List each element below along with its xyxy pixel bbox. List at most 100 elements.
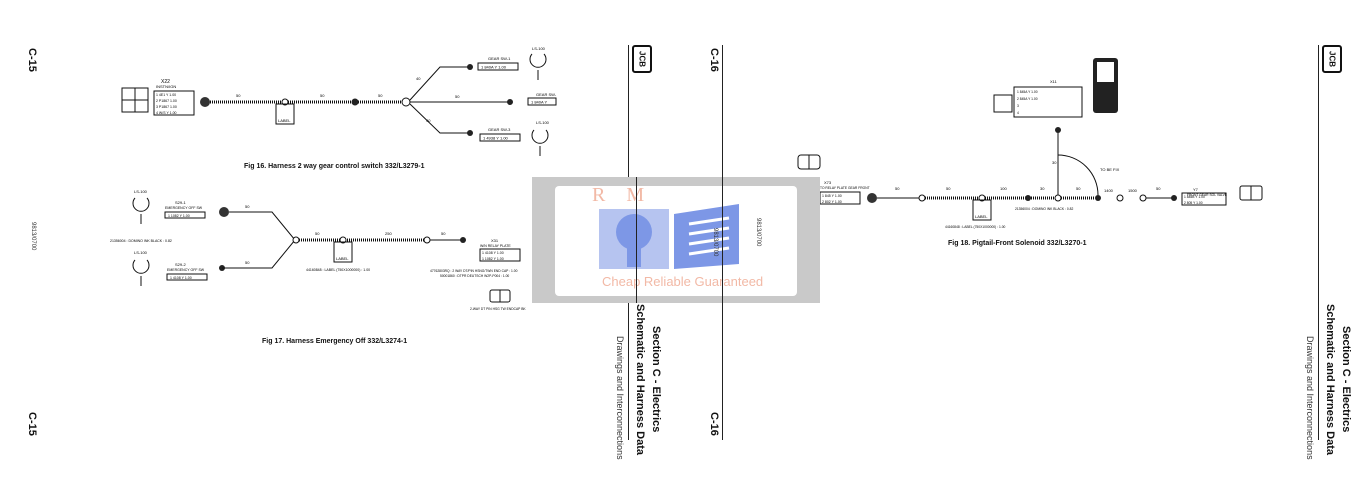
jcb-logo: JCB	[632, 45, 652, 73]
svg-text:2 P1867 1.00: 2 P1867 1.00	[156, 99, 177, 103]
page-divider-overlay	[722, 177, 723, 303]
svg-text:S29-1: S29-1	[175, 200, 186, 205]
svg-text:4: 4	[1017, 111, 1019, 115]
svg-text:44160848 : LABEL (750X1000000): 44160848 : LABEL (750X1000000) : 1.00	[306, 268, 370, 272]
svg-text:GEAR SW-3: GEAR SW-3	[488, 127, 511, 132]
svg-text:TO BE FIX: TO BE FIX	[1100, 167, 1120, 172]
svg-text:X31: X31	[491, 238, 499, 243]
svg-text:1500: 1500	[1128, 188, 1138, 193]
to-be-fixed-arrow	[1057, 154, 1099, 196]
svg-text:50: 50	[441, 231, 446, 236]
svg-text:EMERGENCY OFF SW: EMERGENCY OFF SW	[165, 206, 203, 210]
svg-text:GEAR SW-: GEAR SW-	[536, 92, 557, 97]
section-title: Section C - Electrics	[650, 326, 662, 433]
x22-desc: INSTN/IGN	[156, 84, 176, 89]
svg-text:LABEL: LABEL	[975, 214, 988, 219]
page-number-bottom: C-16	[708, 412, 720, 436]
wrench-manual-icon	[599, 204, 739, 269]
svg-text:1 840A Y: 1 840A Y	[531, 100, 547, 105]
x22-label: X22	[161, 79, 170, 85]
doc-number: 9813/0700	[712, 228, 718, 257]
fig18-caption: Fig 18. Pigtail-Front Solenoid 332/L3270…	[948, 240, 1087, 247]
svg-text:30: 30	[1052, 160, 1057, 165]
svg-text:50: 50	[320, 93, 325, 98]
svg-text:2 845A Y 1.00: 2 845A Y 1.00	[1017, 97, 1038, 101]
svg-text:S29-2: S29-2	[175, 262, 186, 267]
svg-text:1 845 Y 1.00: 1 845 Y 1.00	[822, 194, 842, 198]
svg-text:FRONT GEAR SOL VALVE: FRONT GEAR SOL VALVE	[1187, 193, 1228, 197]
svg-text:1 4E1 Y 1.00: 1 4E1 Y 1.00	[156, 93, 176, 97]
svg-text:1 1082 Y 1.00: 1 1082 Y 1.00	[482, 257, 504, 261]
svg-text:2-WAY DT PIN HSG TW ENDCAP BK: 2-WAY DT PIN HSG TW ENDCAP BK	[470, 307, 526, 311]
svg-text:21356004 : DOMINO INK BLACK :: 21356004 : DOMINO INK BLACK : 0.82	[110, 239, 172, 243]
svg-text:250: 250	[385, 231, 392, 236]
doc-subtitle: Drawings and Interconnections	[615, 336, 625, 460]
ring-terminal-icon	[529, 53, 547, 80]
fig16-caption: Fig 16. Harness 2 way gear control switc…	[244, 163, 425, 170]
svg-text:LS-100: LS-100	[134, 250, 148, 255]
label-tag: LABEL	[278, 118, 291, 123]
svg-text:LS-100: LS-100	[134, 189, 148, 194]
svg-text:Y7: Y7	[1193, 187, 1199, 192]
grommet-icon	[200, 97, 210, 107]
svg-text:50001860 : DTPR DEUTSCH W2P-P0: 50001860 : DTPR DEUTSCH W2P-P004 : 1.00	[440, 274, 509, 278]
doc-title: Schematic and Harness Data	[1324, 304, 1336, 456]
svg-text:40: 40	[416, 76, 421, 81]
svg-text:LS-100: LS-100	[532, 46, 546, 51]
svg-text:50: 50	[378, 93, 383, 98]
ring-terminal-icon	[132, 197, 150, 224]
watermark-brand: R M	[592, 184, 653, 206]
page-number-bottom: C-15	[26, 412, 38, 436]
page-number-top: C-16	[708, 48, 720, 72]
svg-text:1 845A Y 1.00: 1 845A Y 1.00	[1017, 90, 1038, 94]
svg-text:3: 3	[1017, 104, 1019, 108]
watermark: R M 9813/0700 Cheap Reliable Guaranteed	[532, 177, 820, 303]
fig18-diagram: X73 TO RELAY PLATE GEAR FRONT 1 845 Y 1.…	[797, 58, 1263, 229]
svg-text:LS-100: LS-100	[536, 120, 550, 125]
fig17-diagram: LS-100 S29-1 EMERGENCY OFF SW 1 1082 Y 1…	[110, 189, 526, 311]
svg-text:50: 50	[245, 204, 250, 209]
watermark-tagline: Cheap Reliable Guaranteed	[602, 274, 764, 289]
svg-text:100: 100	[1000, 186, 1007, 191]
svg-text:4 W/S Y 1.00: 4 W/S Y 1.00	[156, 111, 177, 115]
ring-terminal-icon	[132, 259, 150, 286]
svg-text:50: 50	[946, 186, 951, 191]
fig17-caption: Fig 17. Harness Emergency Off 332/L3274-…	[262, 338, 408, 345]
page-number-top: C-15	[26, 48, 38, 72]
page-divider-overlay	[636, 177, 637, 303]
svg-text:30: 30	[1040, 186, 1045, 191]
jcb-logo: JCB	[1322, 45, 1342, 73]
svg-text:TO RELAY PLATE GEAR FRONT: TO RELAY PLATE GEAR FRONT	[820, 186, 870, 190]
svg-text:1 4108 Y 1.00: 1 4108 Y 1.00	[482, 251, 504, 255]
svg-text:50: 50	[455, 94, 460, 99]
svg-text:EMERGENCY OFF SW: EMERGENCY OFF SW	[167, 268, 205, 272]
svg-text:50: 50	[245, 260, 250, 265]
svg-text:21356004 : DOMINO INK BLACK :: 21356004 : DOMINO INK BLACK : 0.82	[1015, 207, 1073, 211]
svg-text:W/N RELAY PLATE: W/N RELAY PLATE	[480, 244, 511, 248]
svg-text:50: 50	[236, 93, 241, 98]
svg-text:LABEL: LABEL	[336, 256, 349, 261]
svg-text:1 4108 Y 1.00: 1 4108 Y 1.00	[170, 276, 192, 280]
svg-text:2 805 Y 1.00: 2 805 Y 1.00	[1184, 201, 1203, 205]
svg-text:3 P1867 1.00: 3 P1867 1.00	[156, 105, 177, 109]
doc-title: Schematic and Harness Data	[634, 304, 646, 456]
svg-text:1 845B Y 1.00: 1 845B Y 1.00	[1184, 195, 1205, 199]
svg-text:50: 50	[895, 186, 900, 191]
svg-text:44160848 : LABEL (750X1000000): 44160848 : LABEL (750X1000000) : 1.00	[945, 225, 1006, 229]
doc-number: 9813/0700	[30, 222, 36, 251]
section-title: Section C - Electrics	[1340, 326, 1352, 433]
doc-subtitle: Drawings and Interconnections	[1305, 336, 1315, 460]
svg-text:50: 50	[1076, 186, 1081, 191]
svg-text:1 1082 Y 1.00: 1 1082 Y 1.00	[168, 214, 190, 218]
svg-text:X11: X11	[1050, 79, 1058, 84]
svg-text:50: 50	[1156, 186, 1161, 191]
connector-icon	[993, 94, 1013, 113]
svg-text:40: 40	[426, 118, 431, 123]
svg-text:X73: X73	[824, 180, 832, 185]
ring-terminal-icon	[531, 129, 549, 156]
svg-text:1 4938 Y 1.00: 1 4938 Y 1.00	[483, 136, 509, 141]
svg-text:47762803RQ : 2 WAY DT/PIN HSNG: 47762803RQ : 2 WAY DT/PIN HSNG/TWN END C…	[430, 269, 518, 273]
svg-text:50: 50	[315, 231, 320, 236]
fig16-diagram: X22 INSTN/IGN 1 4E1 Y 1.00 2 P1867 1.00 …	[121, 46, 557, 156]
svg-text:GEAR SW-1: GEAR SW-1	[488, 56, 511, 61]
